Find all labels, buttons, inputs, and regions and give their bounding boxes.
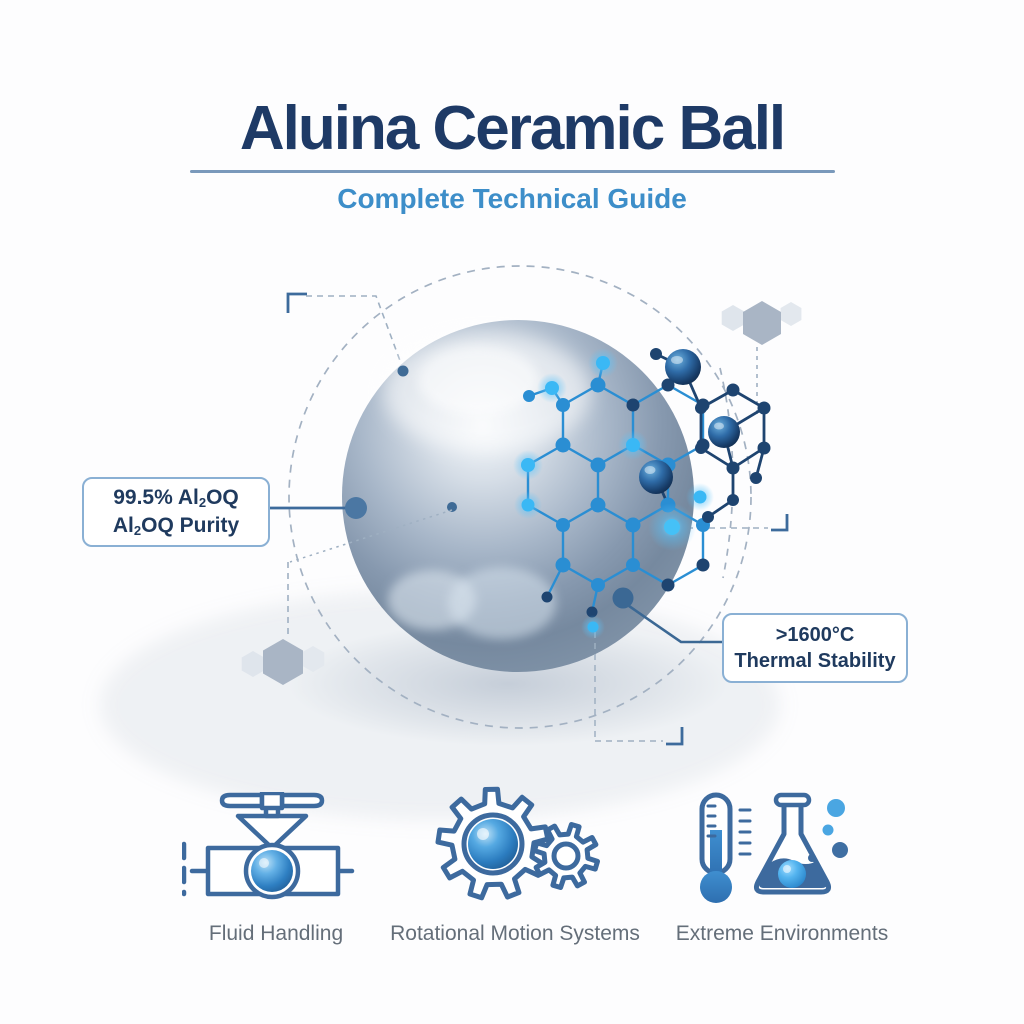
molecule-node-glow xyxy=(513,348,714,639)
page-subtitle: Complete Technical Guide xyxy=(337,183,687,215)
thermal-line1: >1600°C xyxy=(775,624,855,646)
molecule-structure xyxy=(513,348,771,639)
header: Aluina Ceramic Ball Complete Technical G… xyxy=(0,96,1024,215)
purity-anchor-dot xyxy=(345,497,367,519)
dashed-orbit xyxy=(288,265,752,729)
thermal-connector xyxy=(612,587,722,644)
gears-icon xyxy=(435,786,600,901)
flask-part xyxy=(754,792,848,895)
purity-line1: 99.5% Al2OQ xyxy=(113,486,239,511)
purity-callout: 99.5% Al2OQ Al2OQ Purity xyxy=(82,477,270,547)
page-title: Aluina Ceramic Ball xyxy=(239,94,786,163)
purity-connector xyxy=(266,497,367,519)
molecule-node-navy xyxy=(541,348,771,618)
valve-icon xyxy=(182,792,355,900)
dotted-guides-over-sphere xyxy=(289,509,596,741)
surface-speck xyxy=(397,365,409,377)
feature-label-fluid-handling: Fluid Handling xyxy=(208,922,344,945)
corner-bracket-top-left xyxy=(286,292,307,313)
molecule-large-atoms xyxy=(639,349,740,494)
thermometer-flask-icon xyxy=(699,792,848,903)
surface-speck xyxy=(447,502,457,512)
thermal-anchor-dot xyxy=(612,587,634,609)
hexagon-decoration-top-right xyxy=(721,301,802,345)
thermometer-part xyxy=(699,792,752,903)
ball-shadow xyxy=(288,622,728,746)
feature-label-rotational-motion: Rotational Motion Systems xyxy=(390,922,640,945)
hexagon-decoration-bottom-left xyxy=(241,639,325,685)
corner-bracket-right xyxy=(771,514,789,532)
molecule-node-blue xyxy=(523,377,710,592)
feature-label-extreme-environments: Extreme Environments xyxy=(675,922,889,945)
title-underline xyxy=(189,170,835,174)
purity-line2: Al2OQ Purity xyxy=(112,514,240,538)
thermal-callout: >1600°C Thermal Stability xyxy=(722,613,908,683)
corner-bracket-bottom xyxy=(666,727,684,746)
thermal-line2: Thermal Stability xyxy=(734,650,896,672)
